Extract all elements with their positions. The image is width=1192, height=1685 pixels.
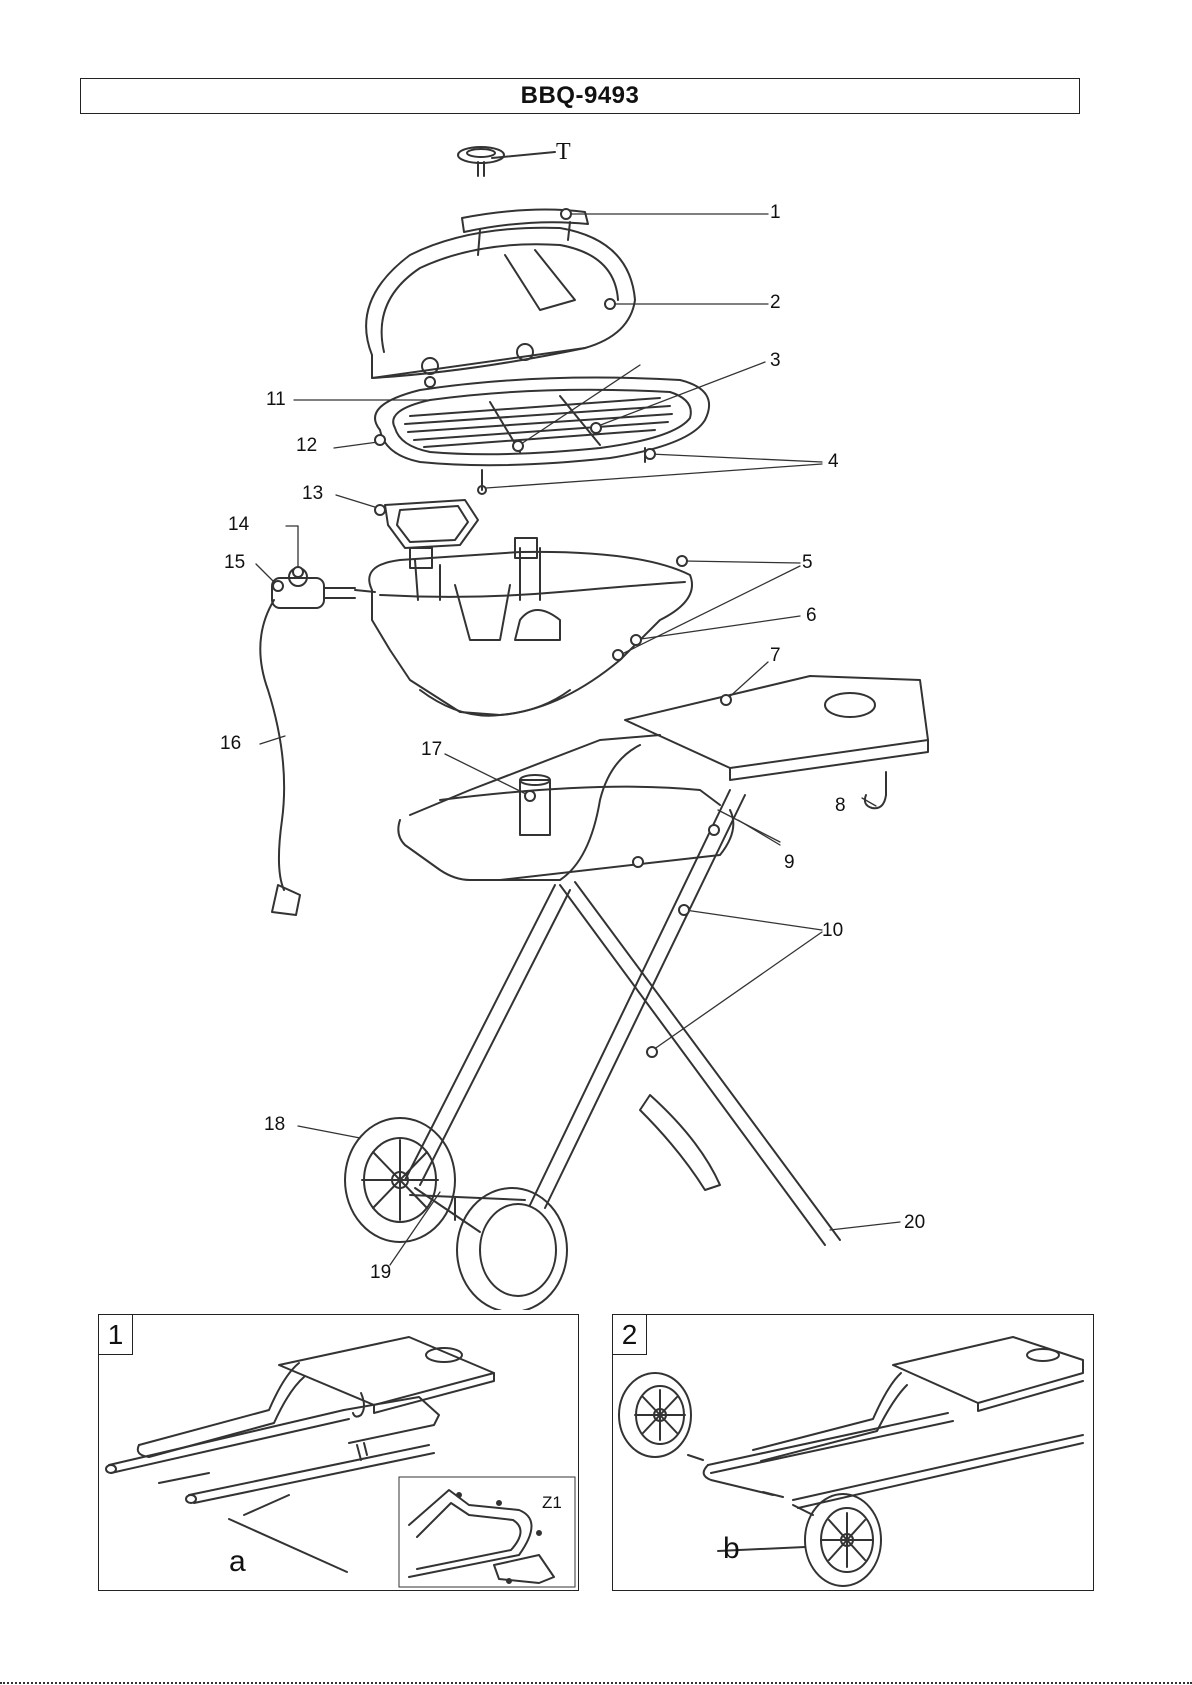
callout-9: 9 — [784, 853, 795, 872]
thermometer-label: T — [556, 140, 571, 164]
part-z1-label: Z1 — [542, 1493, 562, 1513]
lid-drawing — [366, 210, 635, 378]
thermometer-drawing — [458, 147, 555, 176]
callout-13: 13 — [302, 484, 323, 503]
callout-18: 18 — [264, 1115, 285, 1134]
grill-plate-drawing — [375, 378, 709, 494]
grill-base-drawing — [369, 538, 692, 716]
callout-5: 5 — [802, 553, 813, 572]
step-2-diagram — [613, 1315, 1092, 1589]
page-footer-rule — [0, 1682, 1192, 1684]
callout-16: 16 — [220, 734, 241, 753]
callout-4: 4 — [828, 452, 839, 471]
part-b-label: b — [723, 1532, 740, 1566]
callout-20: 20 — [904, 1213, 925, 1232]
step-1-diagram — [99, 1315, 577, 1589]
callout-1: 1 — [770, 203, 781, 222]
callout-10: 10 — [822, 921, 843, 940]
controller-cord-drawing — [260, 568, 375, 915]
callout-7: 7 — [770, 646, 781, 665]
assembly-step-2-panel: 2 b — [612, 1314, 1094, 1591]
part-a-label: a — [229, 1545, 246, 1579]
callout-17: 17 — [421, 740, 442, 759]
callout-8: 8 — [835, 796, 846, 815]
callout-14: 14 — [228, 515, 249, 534]
drip-tray-drawing — [385, 500, 478, 548]
callout-3: 3 — [770, 351, 781, 370]
callout-2: 2 — [770, 293, 781, 312]
callout-19: 19 — [370, 1263, 391, 1282]
callout-12: 12 — [296, 436, 317, 455]
stand-frame-drawing — [398, 735, 840, 1245]
callout-11: 11 — [266, 390, 286, 409]
assembly-step-1-panel: 1 — [98, 1314, 579, 1591]
callout-15: 15 — [224, 553, 245, 572]
exploded-view-diagram — [0, 0, 1192, 1310]
callout-6: 6 — [806, 606, 817, 625]
